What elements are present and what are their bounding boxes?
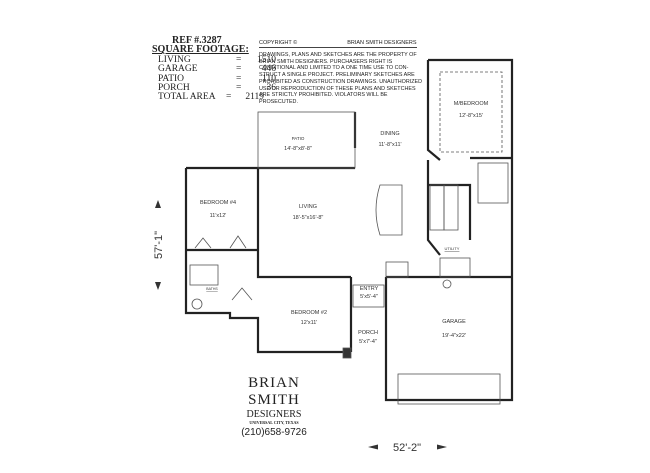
kitchen-island bbox=[375, 184, 403, 236]
room-dining-size: 11'-8"x11' bbox=[378, 142, 401, 148]
room-porch-name: PORCH bbox=[358, 330, 378, 336]
sqft-label: PORCH bbox=[158, 82, 190, 93]
sqft-label: GARAGE bbox=[158, 64, 198, 75]
utility-washer-dryer bbox=[439, 257, 471, 278]
room-entry-name: ENTRY bbox=[360, 286, 379, 292]
room-master-size: 12'-8"x15' bbox=[459, 113, 483, 119]
sqft-value: 446 bbox=[261, 64, 276, 75]
room-bedroom2-name: BEDROOM #2 bbox=[291, 310, 327, 316]
sqft-eq: = bbox=[236, 73, 242, 84]
room-labels: M/BEDROOM 12'-8"x15' PATIO 14'-8"x8'-8" … bbox=[200, 101, 489, 345]
entry-stairs bbox=[352, 284, 385, 308]
width-label: 52'-2" bbox=[393, 442, 421, 454]
room-patio-name: PATIO bbox=[292, 136, 305, 141]
interior-lines bbox=[189, 71, 509, 405]
room-master-name: M/BEDROOM bbox=[454, 101, 489, 107]
sqft-row-patio: PATIO = 110 bbox=[158, 73, 276, 84]
dimension-width: 52'-2" bbox=[368, 442, 447, 454]
patio-outline bbox=[257, 111, 356, 169]
designer-logo: BRIAN SMITH DESIGNERS UNIVERSAL CITY, TE… bbox=[226, 375, 322, 438]
sqft-row-total: TOTAL AREA = 2119 bbox=[158, 92, 276, 103]
sqft-eq: = bbox=[236, 82, 242, 93]
sqft-label: TOTAL AREA bbox=[158, 92, 216, 103]
master-tray-ceiling bbox=[439, 71, 503, 153]
room-porch-size: 5'x7'-4" bbox=[359, 339, 377, 345]
copyright-notice: DRAWINGS, PLANS AND SKETCHES ARE THE PRO… bbox=[259, 52, 423, 105]
sqft-eq: = bbox=[236, 55, 242, 65]
room-utility-name: UTILITY bbox=[445, 246, 460, 251]
master-shower bbox=[477, 162, 509, 204]
bathtub bbox=[189, 264, 219, 286]
copyright-owner: BRIAN SMITH DESIGNERS bbox=[347, 40, 417, 46]
brand-name: BRIAN SMITH bbox=[248, 375, 300, 408]
sqft-eq: = bbox=[226, 92, 232, 103]
sqft-row-living: LIVING = 1510 bbox=[158, 55, 276, 65]
square-footage-title: SQUARE FOOTAGE: bbox=[152, 44, 249, 55]
sqft-label: PATIO bbox=[158, 73, 185, 84]
kitchen-counter bbox=[443, 184, 459, 231]
room-entry-size: 5'x5'-4" bbox=[360, 294, 378, 300]
copyright-label: COPYRIGHT © bbox=[259, 40, 298, 46]
sqft-row-garage: GARAGE = 446 bbox=[158, 64, 276, 75]
sqft-label: LIVING bbox=[158, 55, 191, 65]
brand-sub: DESIGNERS bbox=[246, 409, 302, 420]
garage-door bbox=[397, 373, 501, 405]
square-footage-table: LIVING = 1510 GARAGE = 446 PATIO = 110 PORCH = 3… bbox=[158, 55, 277, 103]
doors bbox=[194, 235, 253, 301]
room-dining-name: DINING bbox=[380, 131, 399, 137]
sqft-value: 110 bbox=[262, 73, 276, 84]
room-living-size: 18'-5"x16'-8" bbox=[293, 215, 324, 221]
room-bedroom4-name: BEDROOM #4 bbox=[200, 200, 236, 206]
exterior-walls bbox=[184, 58, 514, 402]
column bbox=[342, 347, 352, 359]
room-bedroom2-size: 12'x11' bbox=[301, 320, 318, 326]
depth-label: 57'-1" bbox=[153, 231, 165, 259]
sqft-value: 1510 bbox=[257, 55, 276, 65]
brand-city: UNIVERSAL CITY, TEXAS bbox=[249, 420, 299, 425]
room-bedroom4-size: 11'x12' bbox=[210, 213, 227, 219]
room-patio-size: 14'-8"x8'-8" bbox=[284, 146, 312, 152]
water-heater bbox=[442, 279, 452, 289]
dimension-depth: 57'-1" bbox=[153, 200, 165, 290]
room-living-name: LIVING bbox=[299, 204, 317, 210]
sqft-value: 2119 bbox=[245, 92, 264, 103]
closet bbox=[385, 261, 409, 278]
room-garage-size: 19'-4"x22' bbox=[442, 333, 466, 339]
kitchen-counter bbox=[429, 184, 445, 231]
reference-number: REF #.3287 bbox=[172, 35, 222, 46]
toilet bbox=[191, 298, 203, 310]
brand-phone: (210)658-9726 bbox=[241, 427, 307, 438]
sqft-eq: = bbox=[236, 64, 242, 75]
sqft-row-porch: PORCH = 36 bbox=[158, 82, 277, 93]
sqft-value: 36 bbox=[266, 82, 277, 93]
room-garage-name: GARAGE bbox=[442, 319, 466, 325]
room-baths-name: BATHS bbox=[206, 287, 218, 291]
copyright-line: COPYRIGHT © BRIAN SMITH DESIGNERS bbox=[259, 40, 417, 48]
